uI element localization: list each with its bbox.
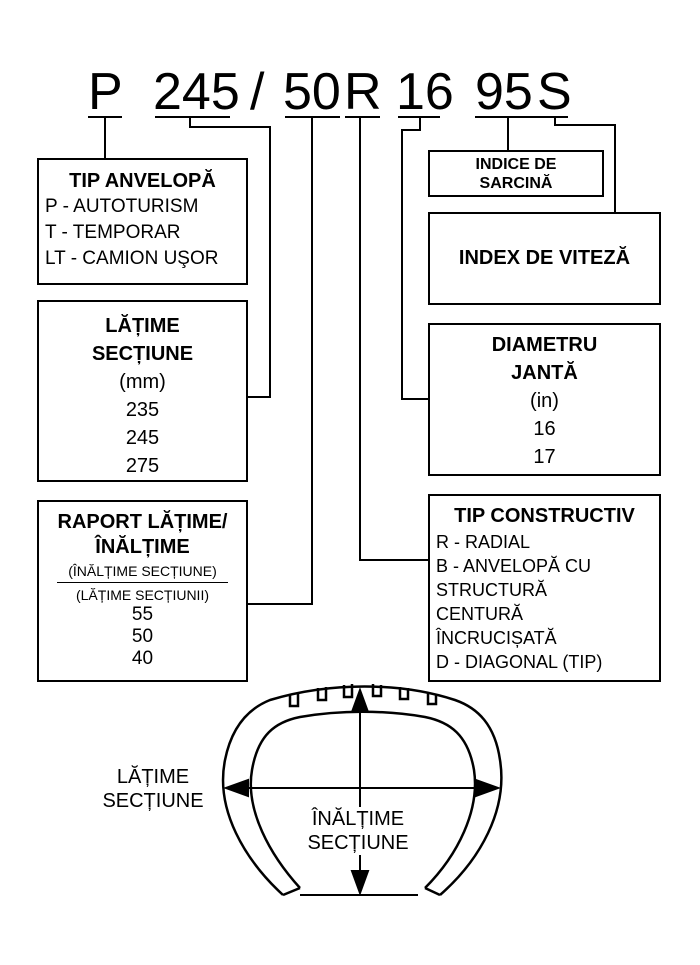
tire-type-item: T - TEMPORAR <box>45 222 181 243</box>
speed-index-title: INDEX DE VITEZĂ <box>458 247 631 269</box>
code-slash: / <box>250 63 265 121</box>
code-speed-index: S <box>537 63 572 121</box>
section-width-title: LĂȚIME <box>105 315 180 337</box>
tire-cross-section <box>221 684 503 897</box>
tire-type-box: TIP ANVELOPĂ P - AUTOTURISM T - TEMPORAR… <box>37 158 248 285</box>
aspect-ratio-denominator: (LĂȚIME SECȚIUNII) <box>75 587 209 603</box>
code-rim-diameter: 16 <box>396 63 454 121</box>
code-load-index: 95 <box>475 63 533 121</box>
tire-width-label-line: LĂȚIME <box>116 766 190 788</box>
load-index-title: SARCINĂ <box>479 175 553 192</box>
code-construction: R <box>344 63 382 121</box>
tire-width-label: LĂȚIME SECȚIUNE <box>88 765 218 813</box>
construction-type-item: CENTURĂ <box>436 604 524 624</box>
aspect-ratio-title: RAPORT LĂȚIME/ <box>57 511 228 533</box>
tire-type-item: P - AUTOTURISM <box>45 196 199 217</box>
construction-type-item: D - DIAGONAL (TIP) <box>436 652 603 672</box>
section-width-value: 245 <box>125 427 160 449</box>
rim-diameter-title: DIAMETRU <box>491 334 598 356</box>
section-width-value: 235 <box>125 399 160 421</box>
section-width-box: LĂȚIME SECȚIUNE (mm) 235 245 275 <box>37 300 248 482</box>
code-tire-type: P <box>88 63 123 121</box>
tire-height-label-line: SECȚIUNE <box>307 832 409 854</box>
rim-diameter-value: 16 <box>533 418 556 440</box>
tire-type-title: TIP ANVELOPĂ <box>69 170 216 192</box>
construction-type-title: TIP CONSTRUCTIV <box>454 505 635 527</box>
tire-height-label: ÎNĂLȚIME SECȚIUNE <box>288 807 428 855</box>
aspect-ratio-numerator: (ÎNĂLȚIME SECȚIUNE) <box>68 563 217 579</box>
aspect-ratio-box: RAPORT LĂȚIME/ ÎNĂLȚIME (ÎNĂLȚIME SECȚIU… <box>37 500 248 682</box>
aspect-ratio-value: 40 <box>131 648 154 669</box>
tire-height-label-line: ÎNĂLȚIME <box>311 808 405 830</box>
fraction-bar <box>57 582 228 583</box>
rim-diameter-unit: (in) <box>530 390 559 412</box>
load-index-box: INDICE DE SARCINĂ <box>428 150 604 197</box>
construction-type-item: STRUCTURĂ <box>436 580 547 600</box>
construction-type-item: B - ANVELOPĂ CU <box>436 556 592 576</box>
code-aspect-ratio: 50 <box>283 63 341 121</box>
rim-diameter-value: 17 <box>533 446 556 468</box>
construction-type-item: ÎNCRUCIȘATĂ <box>436 628 557 648</box>
aspect-ratio-value: 55 <box>131 604 154 625</box>
rim-diameter-box: DIAMETRU JANTĂ (in) 16 17 <box>428 323 661 476</box>
load-index-title: INDICE DE <box>475 156 557 173</box>
tire-width-label-line: SECȚIUNE <box>102 790 204 812</box>
section-width-unit: (mm) <box>119 371 166 393</box>
speed-index-box: INDEX DE VITEZĂ <box>428 212 661 305</box>
tire-type-item: LT - CAMION UŞOR <box>45 248 219 269</box>
construction-type-item: R - RADIAL <box>436 532 531 552</box>
construction-type-box: TIP CONSTRUCTIV R - RADIAL B - ANVELOPĂ … <box>428 494 661 682</box>
section-width-value: 275 <box>125 455 160 477</box>
aspect-ratio-title: ÎNĂLȚIME <box>95 536 190 558</box>
code-section-width: 245 <box>153 63 240 121</box>
rim-diameter-title: JANTĂ <box>511 362 578 384</box>
aspect-ratio-value: 50 <box>131 626 154 647</box>
section-width-title: SECȚIUNE <box>91 343 194 365</box>
